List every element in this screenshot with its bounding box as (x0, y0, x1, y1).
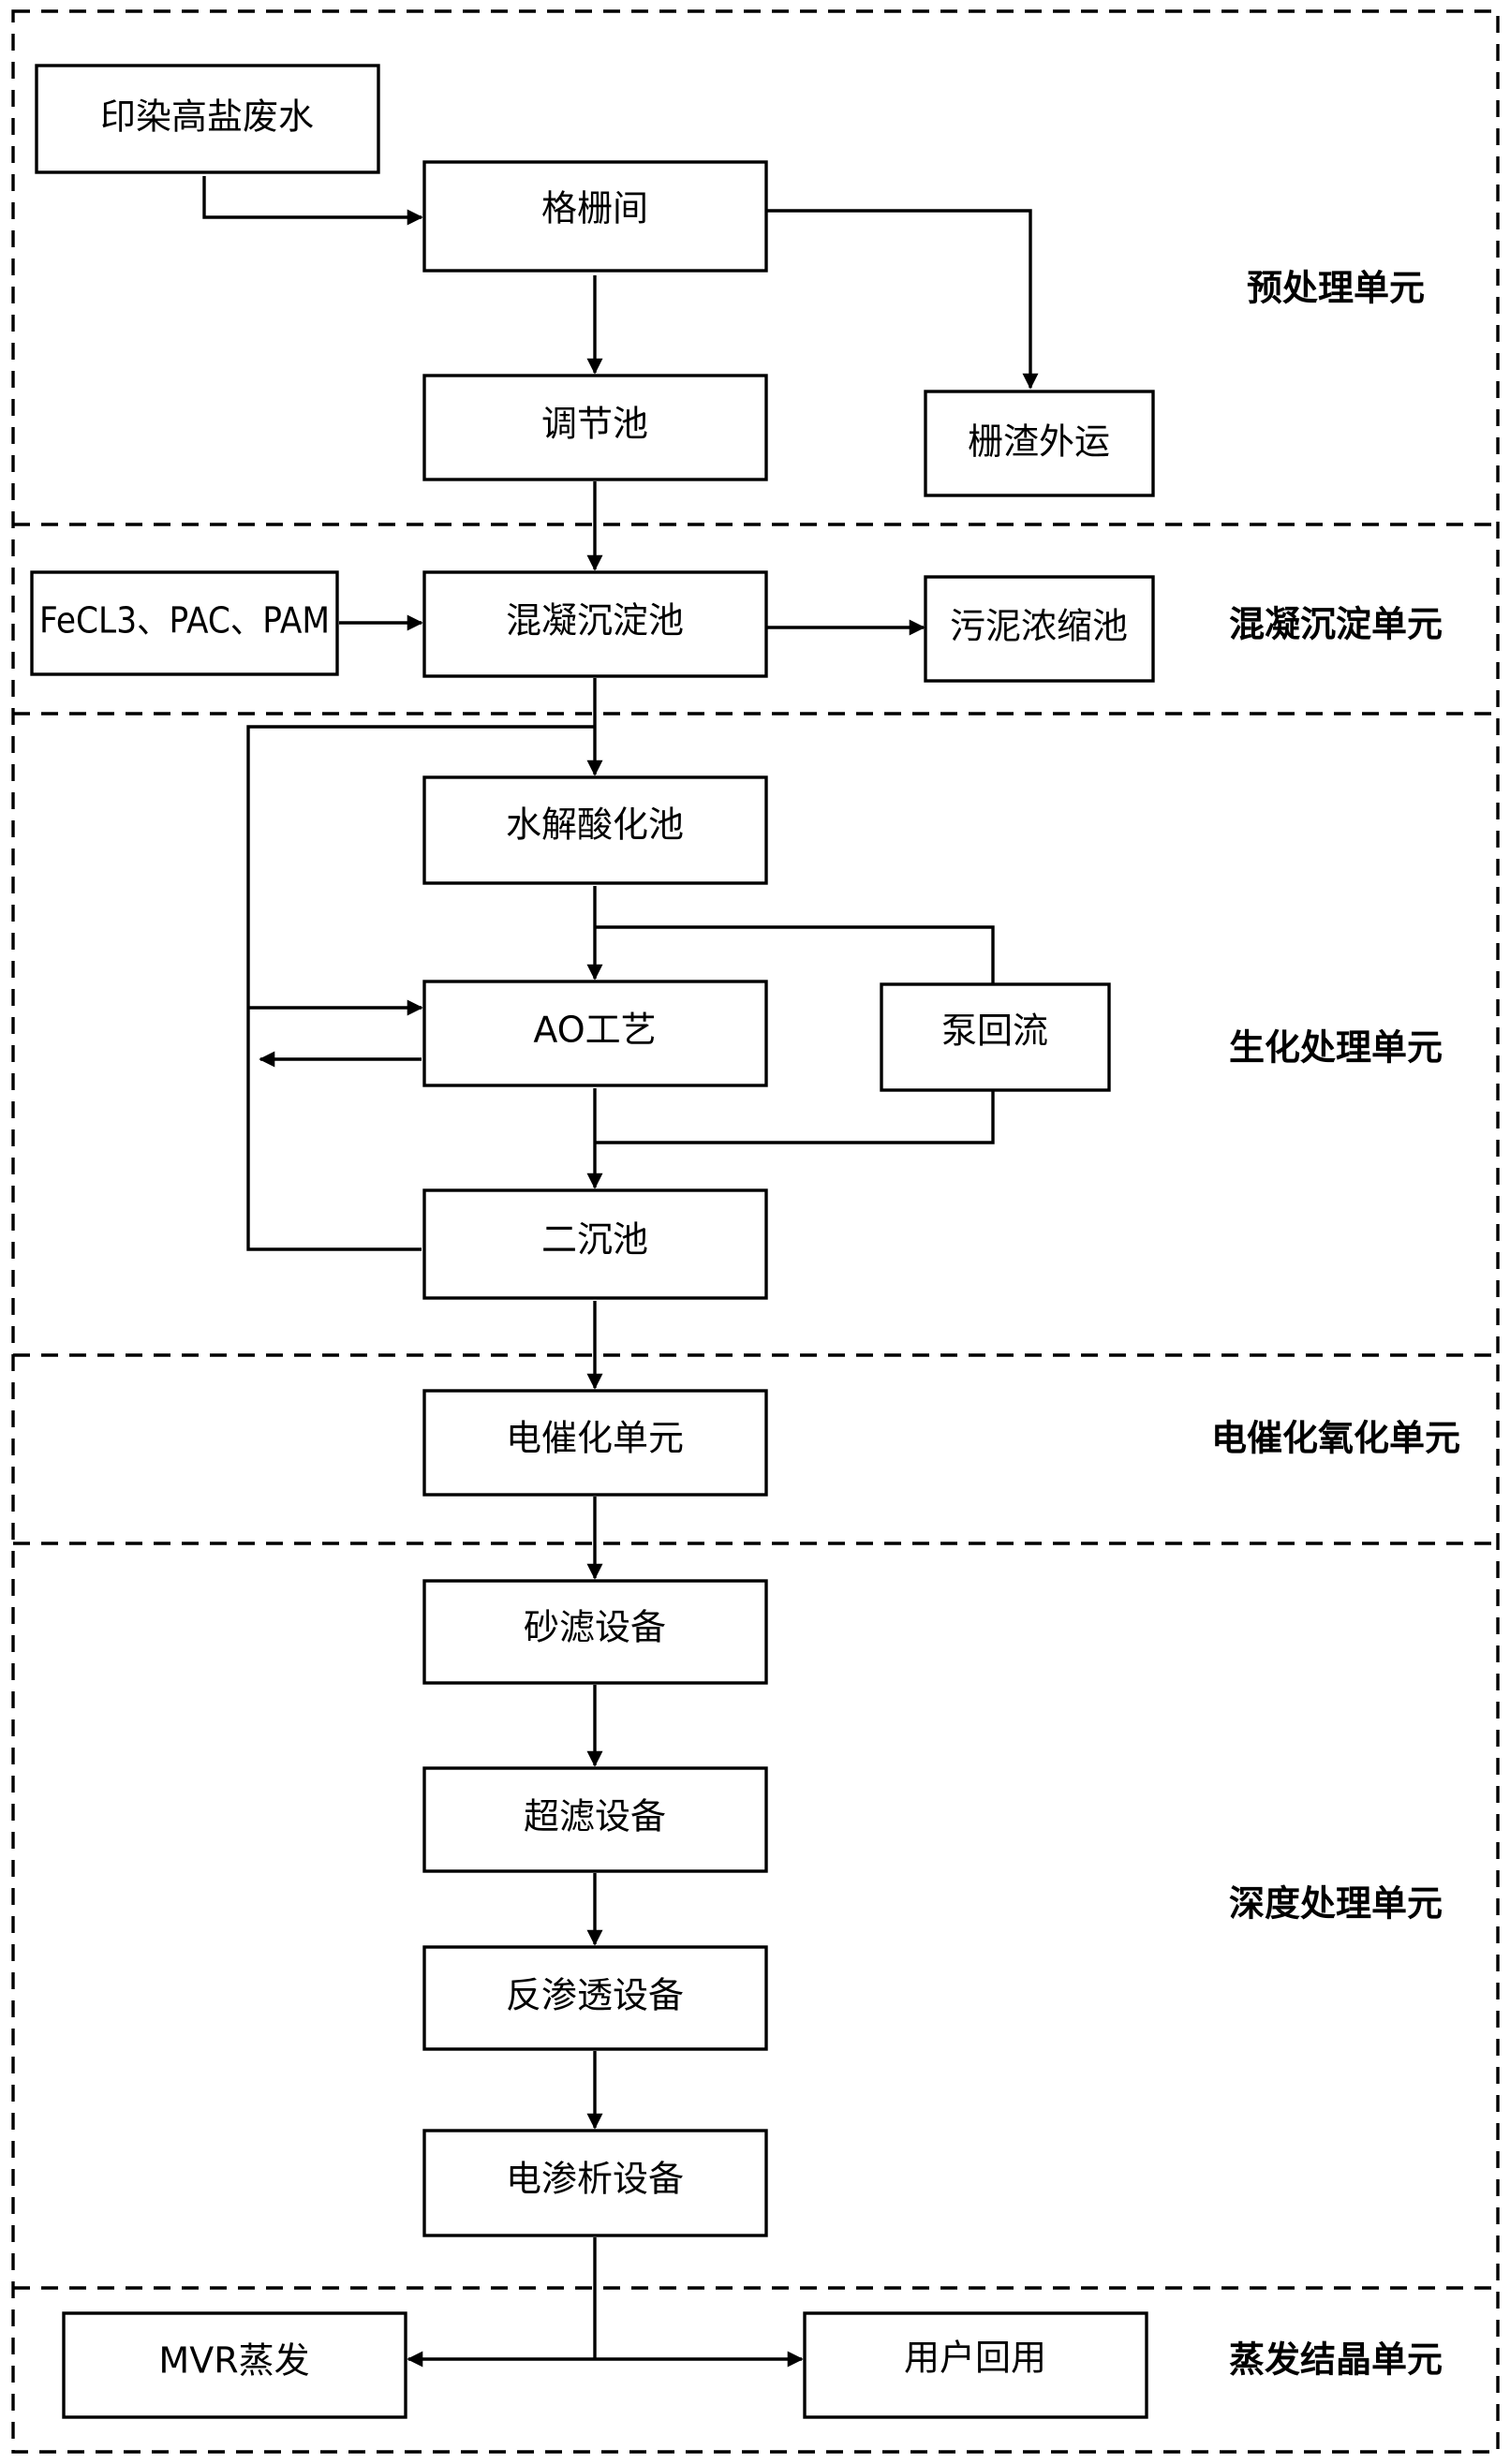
node-label: 电催化单元 (506, 1418, 684, 1459)
outer-dashed-frame (11, 9, 1500, 2454)
connectors (202, 176, 1039, 2368)
node-label: 反渗透设备 (506, 1975, 684, 2016)
node-label: 用户回用 (904, 2338, 1046, 2379)
node-label: FeCL3、PAC、PAM (39, 600, 330, 642)
section-label-advanced-treatment: 深度处理单元 (1229, 1883, 1443, 1925)
section-label-coagulation: 混凝沉淀单元 (1229, 604, 1443, 645)
node-label: 电渗析设备 (506, 2159, 684, 2200)
node-label: 水解酸化池 (506, 804, 684, 846)
line-pump-return-top (595, 925, 995, 984)
node-wastewater: 印染高盐废水 (35, 64, 380, 174)
node-coag-sed-tank: 混凝沉淀池 (422, 570, 768, 678)
node-label: 混凝沉淀池 (506, 600, 684, 642)
node-hydrolysis-tank: 水解酸化池 (422, 775, 768, 885)
node-label: 砂滤设备 (524, 1607, 666, 1648)
section-label-biochemical: 生化处理单元 (1229, 1027, 1443, 1069)
node-electrodialysis: 电渗析设备 (422, 2129, 768, 2237)
node-label: 调节池 (541, 404, 648, 445)
node-reverse-osmosis: 反渗透设备 (422, 1945, 768, 2051)
section-boundaries (11, 9, 1500, 2454)
node-sludge-thickening: 污泥浓缩池 (924, 575, 1155, 683)
line-pump-return-bottom (595, 1090, 995, 1144)
arrow-grid-to-screenings (766, 209, 1039, 390)
section-label-pretreatment: 预处理单元 (1247, 268, 1425, 309)
node-grid-room: 格栅间 (422, 160, 768, 273)
node-label: 印染高盐废水 (100, 96, 314, 138)
node-user-reuse: 用户回用 (803, 2311, 1148, 2419)
section-labels: 预处理单元 混凝沉淀单元 生化处理单元 电催化氧化单元 深度处理单元 蒸发结晶单… (1211, 268, 1460, 2381)
node-secondary-clarifier: 二沉池 (422, 1188, 768, 1300)
node-label: 超滤设备 (524, 1796, 666, 1837)
node-ao-process: AO工艺 (422, 980, 768, 1087)
node-label: 泵回流 (941, 1011, 1048, 1052)
node-chemicals: FeCL3、PAC、PAM (30, 570, 339, 676)
node-electrocatalysis: 电催化单元 (422, 1389, 768, 1497)
section-label-electrocatalytic-oxidation: 电催化氧化单元 (1211, 1418, 1460, 1459)
node-label: 格栅间 (541, 188, 648, 229)
node-screenings-removal: 栅渣外运 (924, 390, 1155, 497)
node-mvr-evaporation: MVR蒸发 (62, 2311, 407, 2419)
node-sand-filter: 砂滤设备 (422, 1579, 768, 1685)
node-ultrafiltration: 超滤设备 (422, 1766, 768, 1873)
node-label: MVR蒸发 (158, 2340, 309, 2382)
node-label: 污泥浓缩池 (950, 606, 1128, 647)
node-pump-return: 泵回流 (880, 982, 1111, 1092)
node-label: 栅渣外运 (968, 421, 1110, 463)
node-label: 二沉池 (541, 1219, 648, 1261)
node-label: AO工艺 (533, 1010, 656, 1051)
section-label-evaporation-crystallization: 蒸发结晶单元 (1229, 2339, 1443, 2381)
node-equalization-tank: 调节池 (422, 374, 768, 481)
arrow-wastewater-to-grid (202, 176, 423, 226)
line-sludge-return-loop (246, 725, 595, 1251)
